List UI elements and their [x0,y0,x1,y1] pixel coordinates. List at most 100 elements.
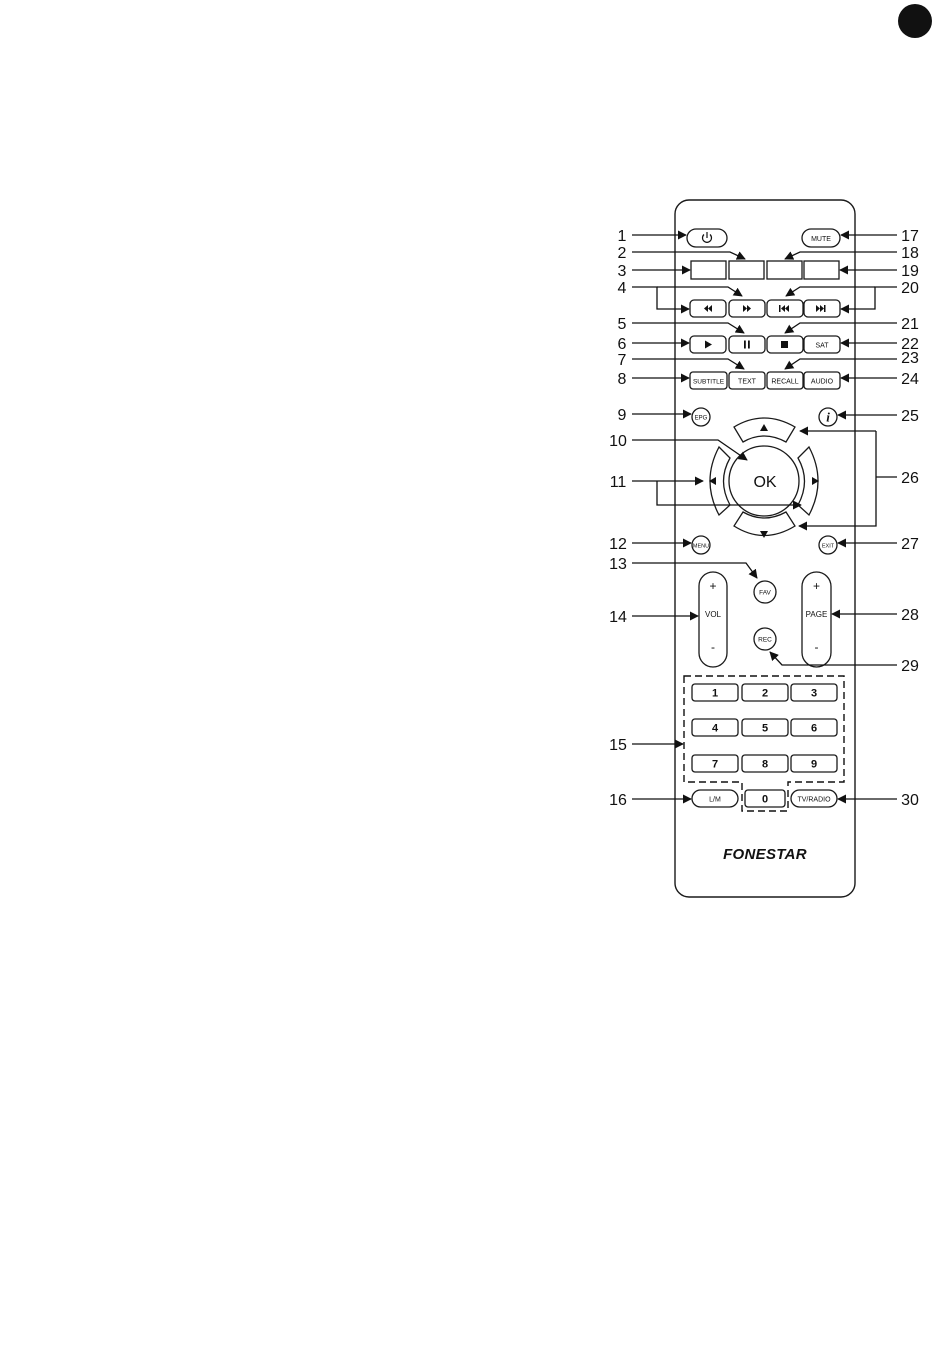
sat-button[interactable]: SAT [804,336,840,353]
digit-key-3[interactable]: 3 [791,684,837,701]
callout-4: 4 [618,280,627,297]
svg-text:7: 7 [712,759,718,771]
svg-text:4: 4 [712,723,719,735]
text-label: TEXT [738,379,757,386]
callout-11: 11 [610,474,627,491]
recall-label: RECALL [771,379,798,386]
svg-text:6: 6 [811,723,817,735]
color-key-yellow[interactable] [767,261,802,279]
stop-icon [781,341,788,348]
subtitle-button[interactable]: SUBTITLE [690,372,727,389]
callout-8: 8 [618,371,627,388]
menu-button[interactable]: MENU [692,536,710,554]
digit-key-8[interactable]: 8 [742,755,788,772]
info-button[interactable]: i [819,408,837,426]
callout-23: 23 [901,350,919,367]
skip-next-button[interactable] [804,300,840,317]
svg-text:1: 1 [712,688,718,700]
page-corner-marker [898,4,932,38]
digit-key-6[interactable]: 6 [791,719,837,736]
stop-button[interactable] [767,336,803,353]
callout-18: 18 [901,245,919,262]
callout-26: 26 [901,470,919,487]
callout-28: 28 [901,607,919,624]
mute-button[interactable]: MUTE [802,229,840,247]
callout-17: 17 [901,228,919,245]
callout-12: 12 [609,536,627,553]
volume-label: VOL [705,610,722,619]
digit-key-5[interactable]: 5 [742,719,788,736]
audio-label: AUDIO [811,379,834,386]
rec-button[interactable]: REC [754,628,776,650]
sat-label: SAT [815,343,829,350]
subtitle-label: SUBTITLE [693,379,725,386]
callout-19: 19 [901,263,919,280]
color-key-blue[interactable] [804,261,839,279]
ok-label: OK [753,474,776,491]
menu-label: MENU [693,544,709,550]
fav-label: FAV [759,590,771,597]
svg-text:0: 0 [762,794,768,806]
text-button[interactable]: TEXT [729,372,765,389]
page-minus: - [815,640,819,654]
digit-key-0[interactable]: 0 [745,790,785,807]
page-rocker[interactable]: + PAGE - [802,572,831,667]
fav-button[interactable]: FAV [754,581,776,603]
color-key-green[interactable] [729,261,764,279]
lm-label: L/M [709,797,721,804]
epg-button[interactable]: EPG [692,408,710,426]
digit-key-7[interactable]: 7 [692,755,738,772]
callout-10: 10 [609,433,627,450]
brand-logo: FONESTAR [723,846,807,863]
callout-21: 21 [901,316,919,333]
svg-text:3: 3 [811,688,817,700]
digit-key-1[interactable]: 1 [692,684,738,701]
power-button[interactable] [687,229,727,247]
callout-3: 3 [618,263,627,280]
info-icon: i [826,410,830,425]
svg-text:2: 2 [762,688,768,700]
callout-27: 27 [901,536,919,553]
callout-30: 30 [901,792,919,809]
callout-29: 29 [901,658,919,675]
callout-9: 9 [618,407,627,424]
volume-plus: + [709,579,716,593]
exit-button[interactable]: EXIT [819,536,837,554]
rec-label: REC [758,637,772,644]
volume-rocker[interactable]: + VOL - [699,572,727,667]
callout-25: 25 [901,408,919,425]
callout-14: 14 [609,609,627,626]
callout-7: 7 [618,352,627,369]
audio-button[interactable]: AUDIO [804,372,840,389]
callout-1: 1 [618,228,627,245]
svg-text:8: 8 [762,759,768,771]
svg-text:9: 9 [811,759,817,771]
callout-13: 13 [609,556,627,573]
mute-label: MUTE [811,236,831,243]
callout-2: 2 [618,245,627,262]
pause-button[interactable] [729,336,765,353]
callout-20: 20 [901,280,919,297]
volume-minus: - [711,640,715,654]
color-key-red[interactable] [691,261,726,279]
digit-key-4[interactable]: 4 [692,719,738,736]
epg-label: EPG [695,416,708,422]
digit-key-2[interactable]: 2 [742,684,788,701]
skip-previous-button[interactable] [767,300,803,317]
digit-key-9[interactable]: 9 [791,755,837,772]
lm-button[interactable]: L/M [692,790,738,807]
page-plus: + [813,579,820,593]
tv-radio-label: TV/RADIO [797,797,831,804]
play-button[interactable] [690,336,726,353]
callout-5: 5 [618,316,627,333]
rewind-button[interactable] [690,300,726,317]
svg-text:5: 5 [762,723,768,735]
fast-forward-button[interactable] [729,300,765,317]
page-label: PAGE [806,610,828,619]
callout-16: 16 [609,792,627,809]
callout-6: 6 [618,336,627,353]
tv-radio-button[interactable]: TV/RADIO [791,790,837,807]
callout-24: 24 [901,371,919,388]
recall-button[interactable]: RECALL [767,372,803,389]
